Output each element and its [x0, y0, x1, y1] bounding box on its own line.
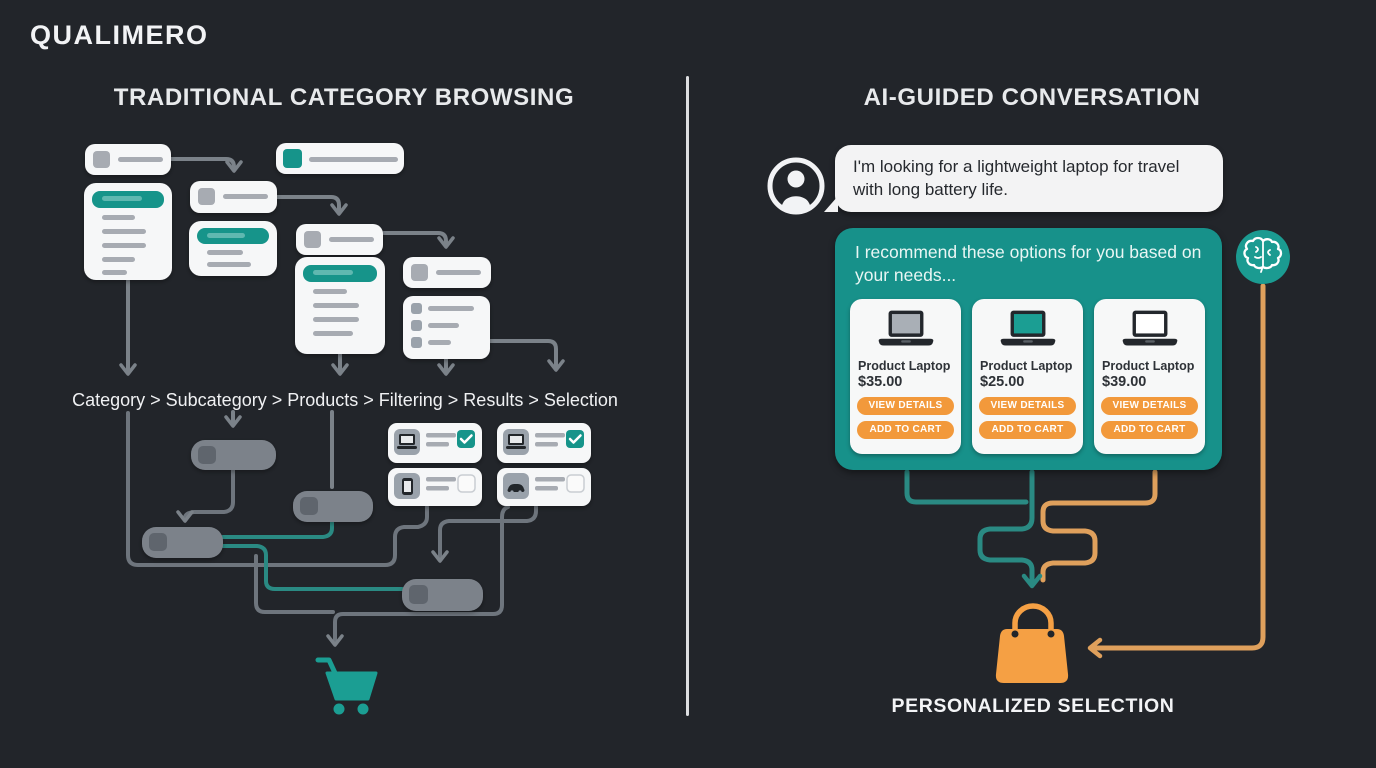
user-message-bubble: I'm looking for a lightweight laptop for…	[824, 145, 1223, 212]
product-name: Product Laptop	[1102, 358, 1195, 373]
brand-logo: QUALIMERO	[30, 20, 209, 50]
view-details-button[interactable]: VIEW DETAILS	[857, 396, 954, 415]
laptop-icon	[1000, 310, 1055, 346]
product-price: $35.00	[858, 373, 903, 390]
result-card-car-unchecked	[497, 468, 591, 506]
product-name: Product Laptop	[858, 358, 951, 373]
search-card	[190, 181, 277, 213]
search-card	[85, 144, 171, 175]
teal-paths	[221, 520, 404, 591]
result-card-phone-unchecked	[388, 468, 482, 506]
smartphone-icon	[402, 478, 413, 495]
checkbox-empty-icon	[457, 474, 476, 493]
step-pills	[142, 440, 483, 611]
add-to-cart-button[interactable]: ADD TO CART	[1101, 420, 1198, 439]
checkbox-checked-icon	[566, 430, 584, 448]
laptop-icon	[878, 310, 933, 346]
product-price: $25.00	[980, 373, 1025, 390]
view-details-button[interactable]: VIEW DETAILS	[1101, 396, 1198, 415]
search-card	[403, 257, 491, 288]
laptop-icon	[506, 434, 526, 449]
add-to-cart-button[interactable]: ADD TO CART	[979, 420, 1076, 439]
panel-divider	[686, 76, 689, 716]
search-card-teal	[276, 143, 404, 174]
search-card	[296, 224, 383, 255]
filter-list-card	[403, 296, 490, 359]
checkbox-checked-icon	[457, 430, 475, 448]
user-message-text: I'm looking for a lightweight laptop for…	[853, 157, 1180, 200]
view-details-button[interactable]: VIEW DETAILS	[979, 396, 1076, 415]
flow-arrows	[119, 157, 565, 489]
personalized-selection-label: PERSONALIZED SELECTION	[891, 695, 1175, 717]
browsing-flowchart	[84, 143, 591, 715]
shopping-cart-icon	[315, 657, 378, 715]
result-mini-cards	[388, 423, 591, 506]
result-card-laptop-checked	[388, 423, 482, 463]
tangled-paths	[126, 411, 538, 647]
category-list-card	[84, 183, 172, 280]
checkbox-empty-icon	[566, 474, 585, 493]
product-price: $39.00	[1102, 373, 1147, 390]
teal-flow-lines	[904, 469, 1043, 589]
shopping-bag-icon	[995, 603, 1069, 683]
product-card: Product Laptop $25.00 VIEW DETAILS ADD T…	[972, 298, 1083, 454]
product-name: Product Laptop	[980, 358, 1073, 373]
right-panel-title: AI-GUIDED CONVERSATION	[863, 84, 1201, 111]
ai-message-text: I recommend these options for you based …	[855, 242, 1202, 285]
category-list-card	[295, 257, 385, 354]
ai-message-bubble: I recommend these options for you based …	[835, 228, 1222, 470]
laptop-icon	[397, 434, 417, 449]
car-icon	[507, 484, 525, 494]
product-card: Product Laptop $39.00 VIEW DETAILS ADD T…	[1094, 298, 1205, 454]
left-panel-title: TRADITIONAL CATEGORY BROWSING	[113, 84, 575, 111]
result-card-laptop-checked	[497, 423, 591, 463]
laptop-icon	[1122, 310, 1177, 346]
add-to-cart-button[interactable]: ADD TO CART	[857, 420, 954, 439]
brain-icon	[1236, 230, 1290, 284]
person-avatar-icon	[767, 157, 825, 215]
product-card: Product Laptop $35.00 VIEW DETAILS ADD T…	[850, 298, 961, 454]
product-cards-row: Product Laptop $35.00 VIEW DETAILS ADD T…	[850, 298, 1207, 454]
breadcrumb: Category > Subcategory > Products > Filt…	[72, 390, 618, 410]
wireframe-cards	[84, 143, 491, 359]
category-list-card	[189, 221, 277, 276]
